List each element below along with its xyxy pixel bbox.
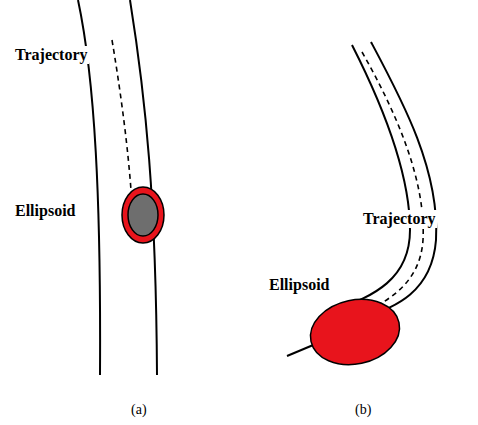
panel-label: (b) [354,402,372,417]
ellipsoid-core [128,194,158,236]
ellipsoid [304,291,405,372]
ellipsoid-label: Ellipsoid [14,202,76,220]
tube-wall [338,45,410,309]
trajectory-label: Trajectory [362,210,437,228]
trajectory-label: Trajectory [14,46,89,64]
trajectory-line [112,40,131,190]
trajectory-line [362,52,423,314]
panel-label: (a) [130,402,148,417]
tube-wall [362,42,436,318]
ellipsoid-label: Ellipsoid [268,276,330,294]
ellipsoid [122,187,164,243]
